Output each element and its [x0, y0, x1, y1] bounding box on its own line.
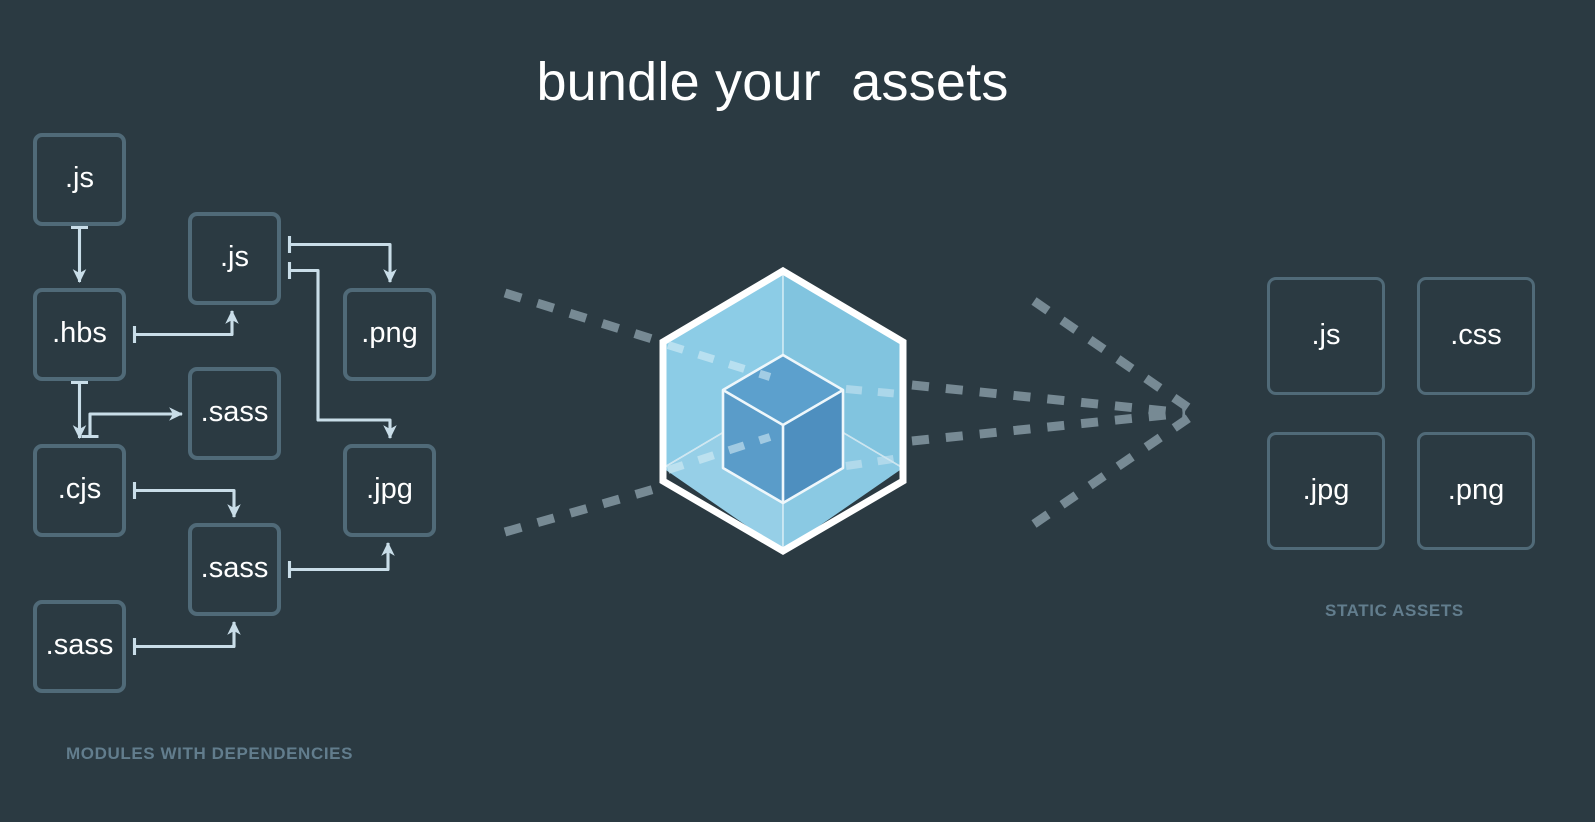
edge-sass-mid-to-jpg	[288, 542, 395, 572]
cube-interior-dash-top-left	[666, 341, 772, 381]
asset-box-png[interactable]: .png	[1417, 432, 1535, 550]
edge-cjs-to-sass-mid	[133, 488, 241, 518]
dashed-output-arrowhead-top	[1031, 297, 1199, 417]
edge-hbs-to-js-mid	[133, 310, 239, 337]
module-box-sass-upper[interactable]: .sass	[188, 367, 281, 460]
edge-js-mid-to-png	[288, 242, 397, 283]
asset-label: .jpg	[1302, 473, 1350, 506]
module-label: .jpg	[366, 473, 413, 505]
cube-face-top-left	[663, 271, 783, 397]
cube-outer-face-upper-left	[663, 271, 783, 468]
cube-outer-outline	[659, 266, 907, 556]
dashed-input-line-top	[503, 288, 667, 348]
cube-inner-face-top	[723, 355, 843, 425]
module-label: .hbs	[52, 317, 107, 349]
dashed-input-line-bottom	[503, 481, 667, 537]
asset-label: .js	[1311, 318, 1341, 351]
cube-outer-face-upper-right	[783, 271, 903, 468]
dashed-output-line-top	[911, 380, 1186, 418]
asset-box-js[interactable]: .js	[1267, 277, 1385, 395]
cube-inner-spine-right	[782, 388, 844, 427]
cube-outer-face-lower-right	[783, 397, 903, 551]
page-title: bundle your assets	[0, 50, 1545, 114]
module-label: .js	[220, 241, 249, 273]
page-title-part-two: assets	[851, 52, 1009, 112]
cube-inner-spine-left	[722, 388, 784, 427]
module-box-sass-lower[interactable]: .sass	[33, 600, 126, 693]
module-box-png[interactable]: .png	[343, 288, 436, 381]
module-label: .sass	[200, 396, 269, 428]
module-box-hbs[interactable]: .hbs	[33, 288, 126, 381]
cube-inner-edge-floor-right	[782, 396, 904, 469]
edge-sass-low-to-sass-mid	[133, 621, 241, 649]
asset-box-jpg[interactable]: .jpg	[1267, 432, 1385, 550]
cube-inner-edge-floor-left	[662, 396, 784, 469]
module-label: .sass	[200, 552, 269, 584]
cube-interior-dash-bottom-left	[666, 433, 772, 474]
page-title-spacer	[821, 52, 851, 112]
modules-section-caption: MODULES WITH DEPENDENCIES	[66, 744, 354, 763]
dashed-output-arrowhead-bottom	[1031, 409, 1199, 528]
module-box-jpg[interactable]: .jpg	[343, 444, 436, 537]
module-label: .js	[65, 162, 94, 194]
asset-label: .css	[1450, 318, 1502, 351]
module-label: .png	[361, 317, 418, 349]
module-box-js-top[interactable]: .js	[33, 133, 126, 226]
cube-interior-dash-right-upper	[845, 385, 901, 398]
cube-inner-outline	[721, 353, 845, 505]
dashed-output-line-bottom	[911, 408, 1186, 446]
module-label: .cjs	[57, 473, 102, 505]
module-label: .sass	[45, 629, 114, 661]
cube-interior-dash-right-lower	[845, 454, 901, 470]
module-box-sass-middle[interactable]: .sass	[188, 523, 281, 616]
page-title-part-one: bundle your	[536, 52, 821, 112]
cube-inner-face-right	[783, 390, 843, 503]
static-assets-section-caption: STATIC ASSETS	[1325, 601, 1464, 620]
cube-outer-face-lower-left	[663, 397, 783, 551]
asset-box-css[interactable]: .css	[1417, 277, 1535, 395]
asset-label: .png	[1447, 473, 1505, 506]
cube-inner-face-left	[723, 390, 783, 503]
edge-cjs-to-sass-up	[88, 407, 183, 438]
module-box-cjs[interactable]: .cjs	[33, 444, 126, 537]
module-box-js-mid[interactable]: .js	[188, 212, 281, 305]
